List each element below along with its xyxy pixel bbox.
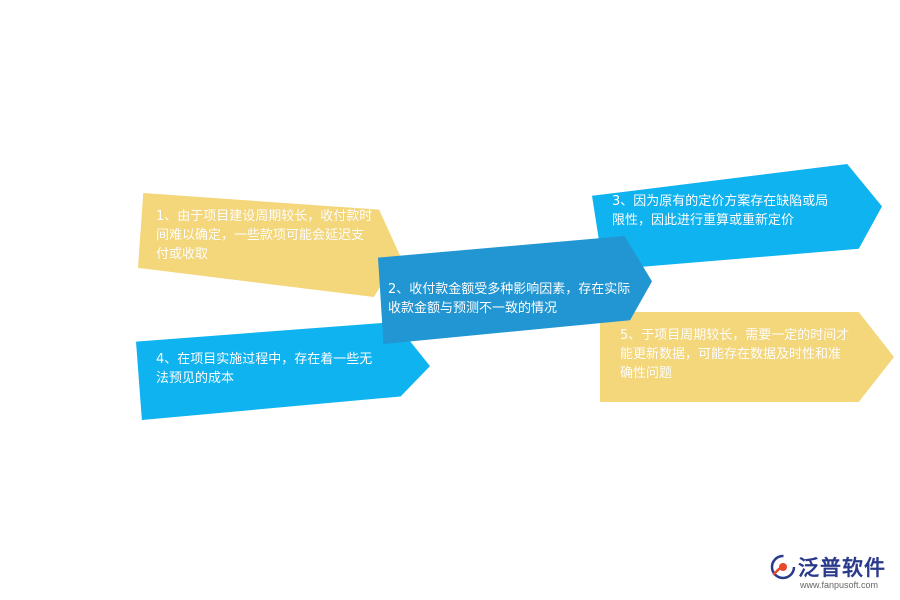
brand-url: www.fanpusoft.com: [800, 580, 879, 590]
arrow-box-5: 5、于项目周期较长，需要一定的时间才能更新数据，可能存在数据及时性和准确性问题: [600, 312, 894, 402]
brand-logo: 泛普软件 www.fanpusoft.com: [770, 552, 896, 594]
arrow-box-4: 4、在项目实施过程中，存在着一些无法预见的成本: [136, 322, 430, 420]
fanpu-logo-icon: [770, 554, 796, 580]
brand-name: 泛普软件: [798, 556, 886, 580]
arrow-box-1: 1、由于项目建设周期较长，收付款时间难以确定，一些款项可能会延迟支付或收取: [138, 193, 400, 297]
arrow-box-1-text: 1、由于项目建设周期较长，收付款时间难以确定，一些款项可能会延迟支付或收取: [156, 209, 373, 262]
arrow-box-4-text: 4、在项目实施过程中，存在着一些无法预见的成本: [156, 352, 373, 386]
arrow-box-3-text: 3、因为原有的定价方案存在缺陷或局限性，因此进行重算或重新定价: [612, 194, 829, 228]
arrow-box-5-text: 5、于项目周期较长，需要一定的时间才能更新数据，可能存在数据及时性和准确性问题: [620, 328, 850, 381]
arrow-box-2-text: 2、收付款金额受多种影响因素，存在实际收款金额与预测不一致的情况: [388, 282, 631, 316]
